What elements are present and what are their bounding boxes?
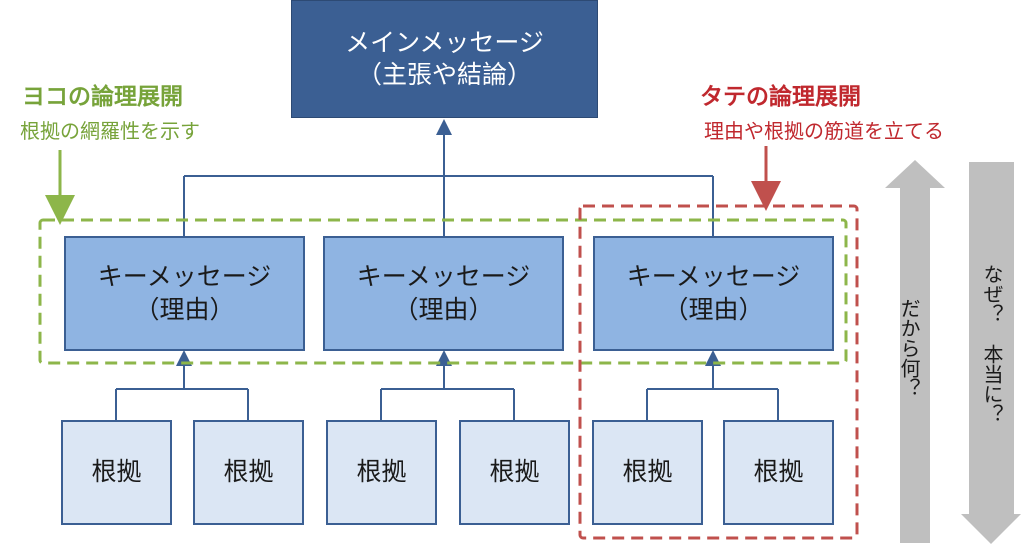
evidence-box-1: 根拠 <box>61 420 172 525</box>
key-message-subtitle: （理由） <box>663 294 764 324</box>
evidence-box-5: 根拠 <box>592 420 703 525</box>
horizontal-logic-title: ヨコの論理展開 <box>22 84 183 110</box>
evidence-box-2: 根拠 <box>193 420 304 525</box>
key-message-title: キーメッセージ <box>626 262 801 291</box>
evidence-box-3: 根拠 <box>326 420 437 525</box>
evidence-box-6: 根拠 <box>723 420 834 525</box>
evidence-to-key-connector-2 <box>380 350 515 420</box>
evidence-to-key-connector-1 <box>115 350 249 420</box>
main-message-title: メインメッセージ <box>345 27 544 57</box>
key-message-box-3: キーメッセージ （理由） <box>593 236 834 351</box>
key-message-subtitle: （理由） <box>393 294 494 324</box>
key-message-subtitle: （理由） <box>134 294 235 324</box>
vertical-logic-title: タテの論理展開 <box>700 84 861 110</box>
down-arrow-label: なぜ？ 本当に？ <box>980 264 1004 424</box>
key-message-box-2: キーメッセージ （理由） <box>323 236 564 351</box>
key-to-main-connector <box>183 119 714 236</box>
key-message-title: キーメッセージ <box>97 262 272 291</box>
up-arrow-label: だから何？ <box>897 298 921 398</box>
evidence-box-4: 根拠 <box>459 420 570 525</box>
key-message-box-1: キーメッセージ （理由） <box>64 236 305 351</box>
evidence-to-key-connector-3 <box>646 350 779 420</box>
horizontal-logic-subtitle: 根拠の網羅性を示す <box>20 119 200 143</box>
main-message-subtitle: （主張や結論） <box>356 60 532 89</box>
main-message-box: メインメッセージ （主張や結論） <box>291 0 598 118</box>
key-message-title: キーメッセージ <box>356 262 531 291</box>
vertical-logic-subtitle: 理由や根拠の筋道を立てる <box>704 119 944 143</box>
